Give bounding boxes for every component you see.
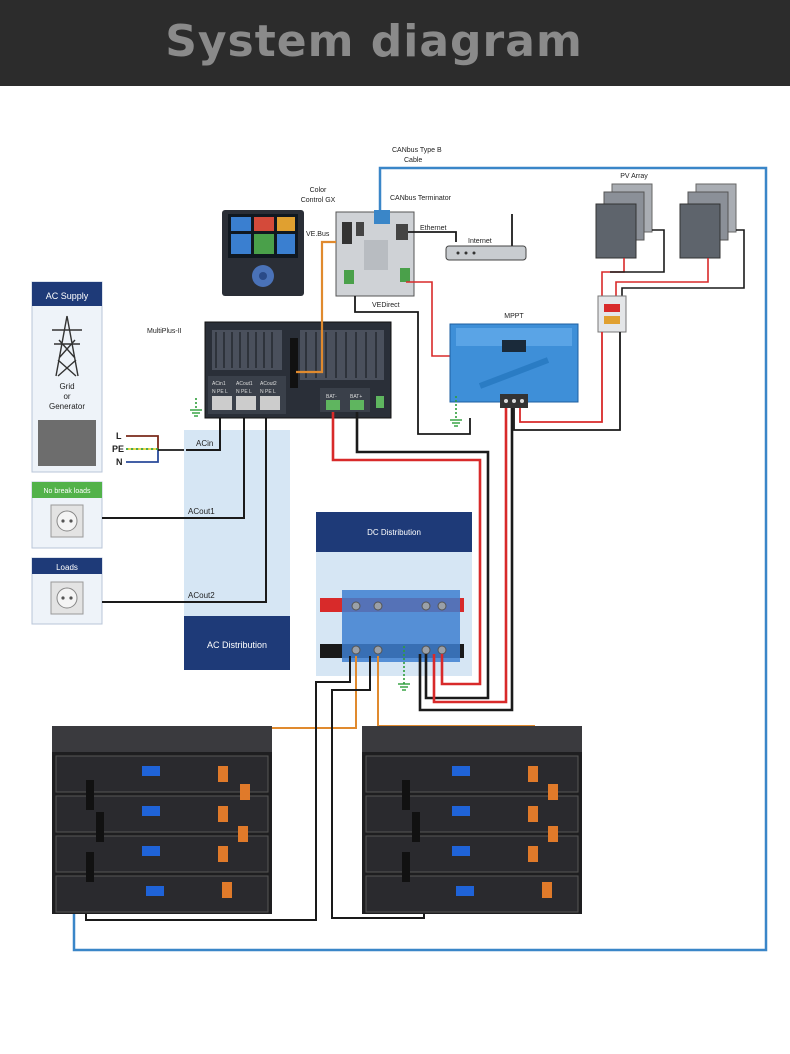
router-icon: [445, 214, 527, 261]
bat-plus-label: BAT+: [350, 394, 362, 400]
pv-panel-group-left: [595, 183, 653, 259]
battery-rack-right: [362, 726, 582, 914]
ac-input-wires: [126, 435, 186, 463]
canbus-cable-line: [72, 166, 768, 952]
canbus-cable-label-1: CANbus Type B: [392, 147, 442, 154]
battery-rack-left: [52, 726, 272, 914]
terminal-npel-2: N PE L: [236, 389, 252, 395]
header-banner: System diagram: [0, 0, 790, 86]
ve-bus-cable: [296, 240, 336, 374]
pv-negative-wire: [513, 332, 621, 431]
grid-label: Grid: [59, 382, 74, 391]
dc-cables: [331, 408, 514, 712]
ac-distribution-panel: AC Distribution ACin ACout1 ACout2: [184, 430, 290, 670]
system-diagram: AC Supply Grid or Generator L PE N No br…: [31, 147, 768, 952]
color-control-display: [222, 210, 304, 296]
pv-array-label: PV Array: [620, 173, 648, 180]
terminal-acout2: ACout2: [260, 381, 277, 387]
ethernet-label: Ethernet: [420, 225, 447, 232]
color-control-label-1: Color: [310, 187, 327, 194]
multiplus-label: MultiPlus-II: [147, 328, 182, 335]
pv-string-wires: [601, 229, 745, 296]
pv-combiner-breaker: [597, 295, 627, 333]
multiplus-inverter: ACin1 ACout1 ACout2 N PE L N PE L N PE L…: [204, 321, 392, 419]
ve-direct-cable: [354, 296, 471, 435]
pv-panel-group-right: [679, 183, 737, 259]
dc-distribution-panel: DC Distribution: [316, 512, 472, 676]
canbus-terminator-label: CANbus Terminator: [390, 195, 452, 202]
cerbo-gx-hub: [335, 210, 415, 297]
acin-label: ACin: [196, 439, 213, 448]
ethernet-cable: [408, 231, 457, 242]
n-label: N: [116, 457, 123, 467]
terminal-npel-3: N PE L: [260, 389, 276, 395]
acout2-label: ACout2: [188, 591, 215, 600]
ac-supply-panel: AC Supply Grid or Generator: [31, 281, 103, 473]
internet-label: Internet: [468, 238, 492, 245]
ve-bus-label: VE.Bus: [306, 231, 330, 238]
l-label: L: [116, 431, 122, 441]
canbus-cable-label-2: Cable: [404, 157, 422, 164]
mppt-charge-controller: [449, 323, 579, 408]
loads-panel: Loads: [31, 557, 103, 625]
socket-icon: [50, 504, 84, 538]
no-break-loads-panel: No break loads: [31, 481, 103, 549]
terminal-acout1: ACout1: [236, 381, 253, 387]
terminal-acin1: ACin1: [212, 381, 226, 387]
generator-label: Generator: [49, 402, 85, 411]
ground-icon: [398, 683, 410, 691]
ac-distribution-title: AC Distribution: [207, 640, 267, 650]
color-control-label-2: Control GX: [301, 197, 336, 204]
mppt-label: MPPT: [504, 313, 524, 320]
loads-title: Loads: [56, 563, 78, 572]
ac-wires: [102, 412, 267, 603]
page-title: System diagram: [165, 16, 583, 67]
no-break-loads-title: No break loads: [43, 488, 91, 495]
pv-positive-wire: [519, 332, 603, 423]
pe-label: PE: [112, 444, 124, 454]
bat-minus-label: BAT-: [326, 394, 337, 400]
ground-icon: [190, 409, 202, 417]
or-label: or: [63, 392, 70, 401]
acout1-label: ACout1: [188, 507, 215, 516]
generator-icon: [38, 420, 96, 466]
gx-power-positive-wire: [406, 281, 456, 357]
ac-supply-title: AC Supply: [46, 291, 89, 301]
pylon-icon: [52, 315, 82, 377]
terminal-npel-1: N PE L: [212, 389, 228, 395]
ve-direct-label: VEDirect: [372, 302, 400, 309]
dc-distribution-title: DC Distribution: [367, 528, 421, 537]
ground-icon: [450, 419, 462, 427]
